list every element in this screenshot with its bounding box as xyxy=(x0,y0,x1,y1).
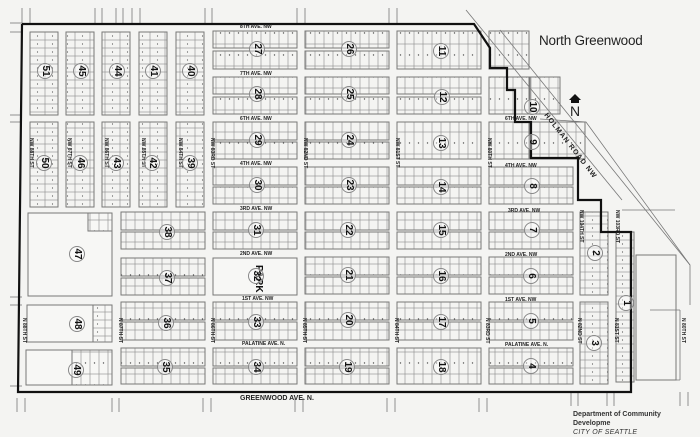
street-label: N 87TH ST xyxy=(117,318,123,344)
street-label: 3RD AVE. NW xyxy=(508,208,541,214)
city-credit: CITY OF SEATTLE xyxy=(573,429,638,436)
block-number: 26 xyxy=(341,41,357,57)
block-number: 10 xyxy=(524,99,540,115)
neighborhood-boundary xyxy=(16,22,633,394)
street-stubs xyxy=(10,8,689,412)
block-number: 41 xyxy=(145,63,161,79)
street-label: 1ST AVE. NW xyxy=(505,297,537,303)
street-label: 4TH AVE. NW xyxy=(505,163,537,169)
map-title: North Greenwood xyxy=(539,33,643,48)
block-number: 14 xyxy=(433,179,449,195)
block-number: 45 xyxy=(73,63,89,79)
block-number: 4 xyxy=(523,358,539,374)
block-number: 5 xyxy=(523,313,539,329)
street-label: PALATINE AVE. N. xyxy=(505,342,549,348)
street-label: NW 82ND ST xyxy=(302,138,308,169)
block-number: 27 xyxy=(249,41,265,57)
street-label: 7TH AVE. NW xyxy=(240,71,272,77)
block-number: 16 xyxy=(433,268,449,284)
blocks-south-west xyxy=(25,211,206,386)
block-number: 29 xyxy=(249,132,265,148)
block-number: 25 xyxy=(341,86,357,102)
block-number: 28 xyxy=(249,86,265,102)
block-number: 39 xyxy=(182,155,198,171)
block-number: 35 xyxy=(157,359,173,375)
block-number: 46 xyxy=(72,155,88,171)
block-number: 3 xyxy=(586,335,602,351)
block-number: 33 xyxy=(248,314,264,330)
street-label: N 88TH ST xyxy=(21,318,27,344)
block-number: 6 xyxy=(523,268,539,284)
block-number: 24 xyxy=(341,132,357,148)
street-label: N 80TH ST xyxy=(680,318,686,344)
blocks-north-west xyxy=(29,31,205,208)
street-label: N 86TH ST xyxy=(209,318,215,344)
north-arrow: N xyxy=(565,94,585,118)
block-number: 36 xyxy=(158,315,174,331)
greenwood-ave-label: GREENWOOD AVE. N. xyxy=(240,395,314,402)
block-number: 21 xyxy=(340,267,356,283)
block-number: 20 xyxy=(340,312,356,328)
street-label: NW 104TH ST xyxy=(578,210,584,243)
street-label: N 84TH ST xyxy=(393,318,399,344)
block-number: 12 xyxy=(434,89,450,105)
street-label: 6TH AVE. NW xyxy=(240,116,272,122)
block-number: 42 xyxy=(144,155,160,171)
street-label: PALATINE AVE. N. xyxy=(242,341,286,347)
street-label: N 83RD ST xyxy=(484,318,490,344)
block-number: 37 xyxy=(159,270,175,286)
block-number: 38 xyxy=(159,224,175,240)
block-number: 8 xyxy=(524,178,540,194)
block-number: 13 xyxy=(433,135,449,151)
street-label: N 85TH ST xyxy=(301,318,307,344)
block-number: 18 xyxy=(433,359,449,375)
north-label: N xyxy=(569,103,581,119)
block-number: 51 xyxy=(37,63,53,79)
street-label: NW 83RD ST xyxy=(209,138,215,169)
block-number: 50 xyxy=(36,155,52,171)
block-number: 31 xyxy=(248,222,264,238)
map-footer: Department of Community Developme CITY O… xyxy=(573,410,700,437)
street-label: 2ND AVE. NW xyxy=(240,251,273,257)
block-number: 19 xyxy=(339,359,355,375)
block-number: 30 xyxy=(249,177,265,193)
street-label: 4TH AVE. NW xyxy=(240,161,272,167)
block-number: 1 xyxy=(618,295,634,311)
street-label: N 82ND ST xyxy=(576,318,582,344)
blocks-central xyxy=(212,30,677,385)
street-label: NW 80TH ST xyxy=(486,138,492,168)
street-label: NW 81ST ST xyxy=(394,138,400,168)
north-arrow-icon xyxy=(569,94,581,100)
block-number: 40 xyxy=(182,63,198,79)
block-number: 22 xyxy=(340,222,356,238)
street-label: 6TH AVE. NW xyxy=(505,116,537,122)
street-label: 3RD AVE. NW xyxy=(240,206,273,212)
street-label: NW 103RD ST xyxy=(614,210,620,244)
block-number: 7 xyxy=(524,222,540,238)
street-label: N 81ST ST xyxy=(613,318,619,343)
block-number: 2 xyxy=(587,245,603,261)
block-number: 11 xyxy=(433,43,449,59)
block-number: 9 xyxy=(524,134,540,150)
street-label: 2ND AVE. NW xyxy=(505,252,538,258)
street-label: 1ST AVE. NW xyxy=(242,296,274,302)
block-number: 34 xyxy=(248,359,264,375)
block-number: 44 xyxy=(109,63,125,79)
street-label: 8TH AVE. NW xyxy=(240,24,272,30)
street-label: NW 88TH ST xyxy=(28,138,34,168)
block-number: 47 xyxy=(69,246,85,262)
block-number: 32 xyxy=(248,268,264,284)
block-number: 17 xyxy=(433,314,449,330)
block-number: 43 xyxy=(108,155,124,171)
block-number: 15 xyxy=(433,222,449,238)
block-number: 48 xyxy=(69,316,85,332)
department-credit: Department of Community Developme xyxy=(573,411,661,427)
block-number: 23 xyxy=(341,177,357,193)
block-number: 49 xyxy=(68,362,84,378)
